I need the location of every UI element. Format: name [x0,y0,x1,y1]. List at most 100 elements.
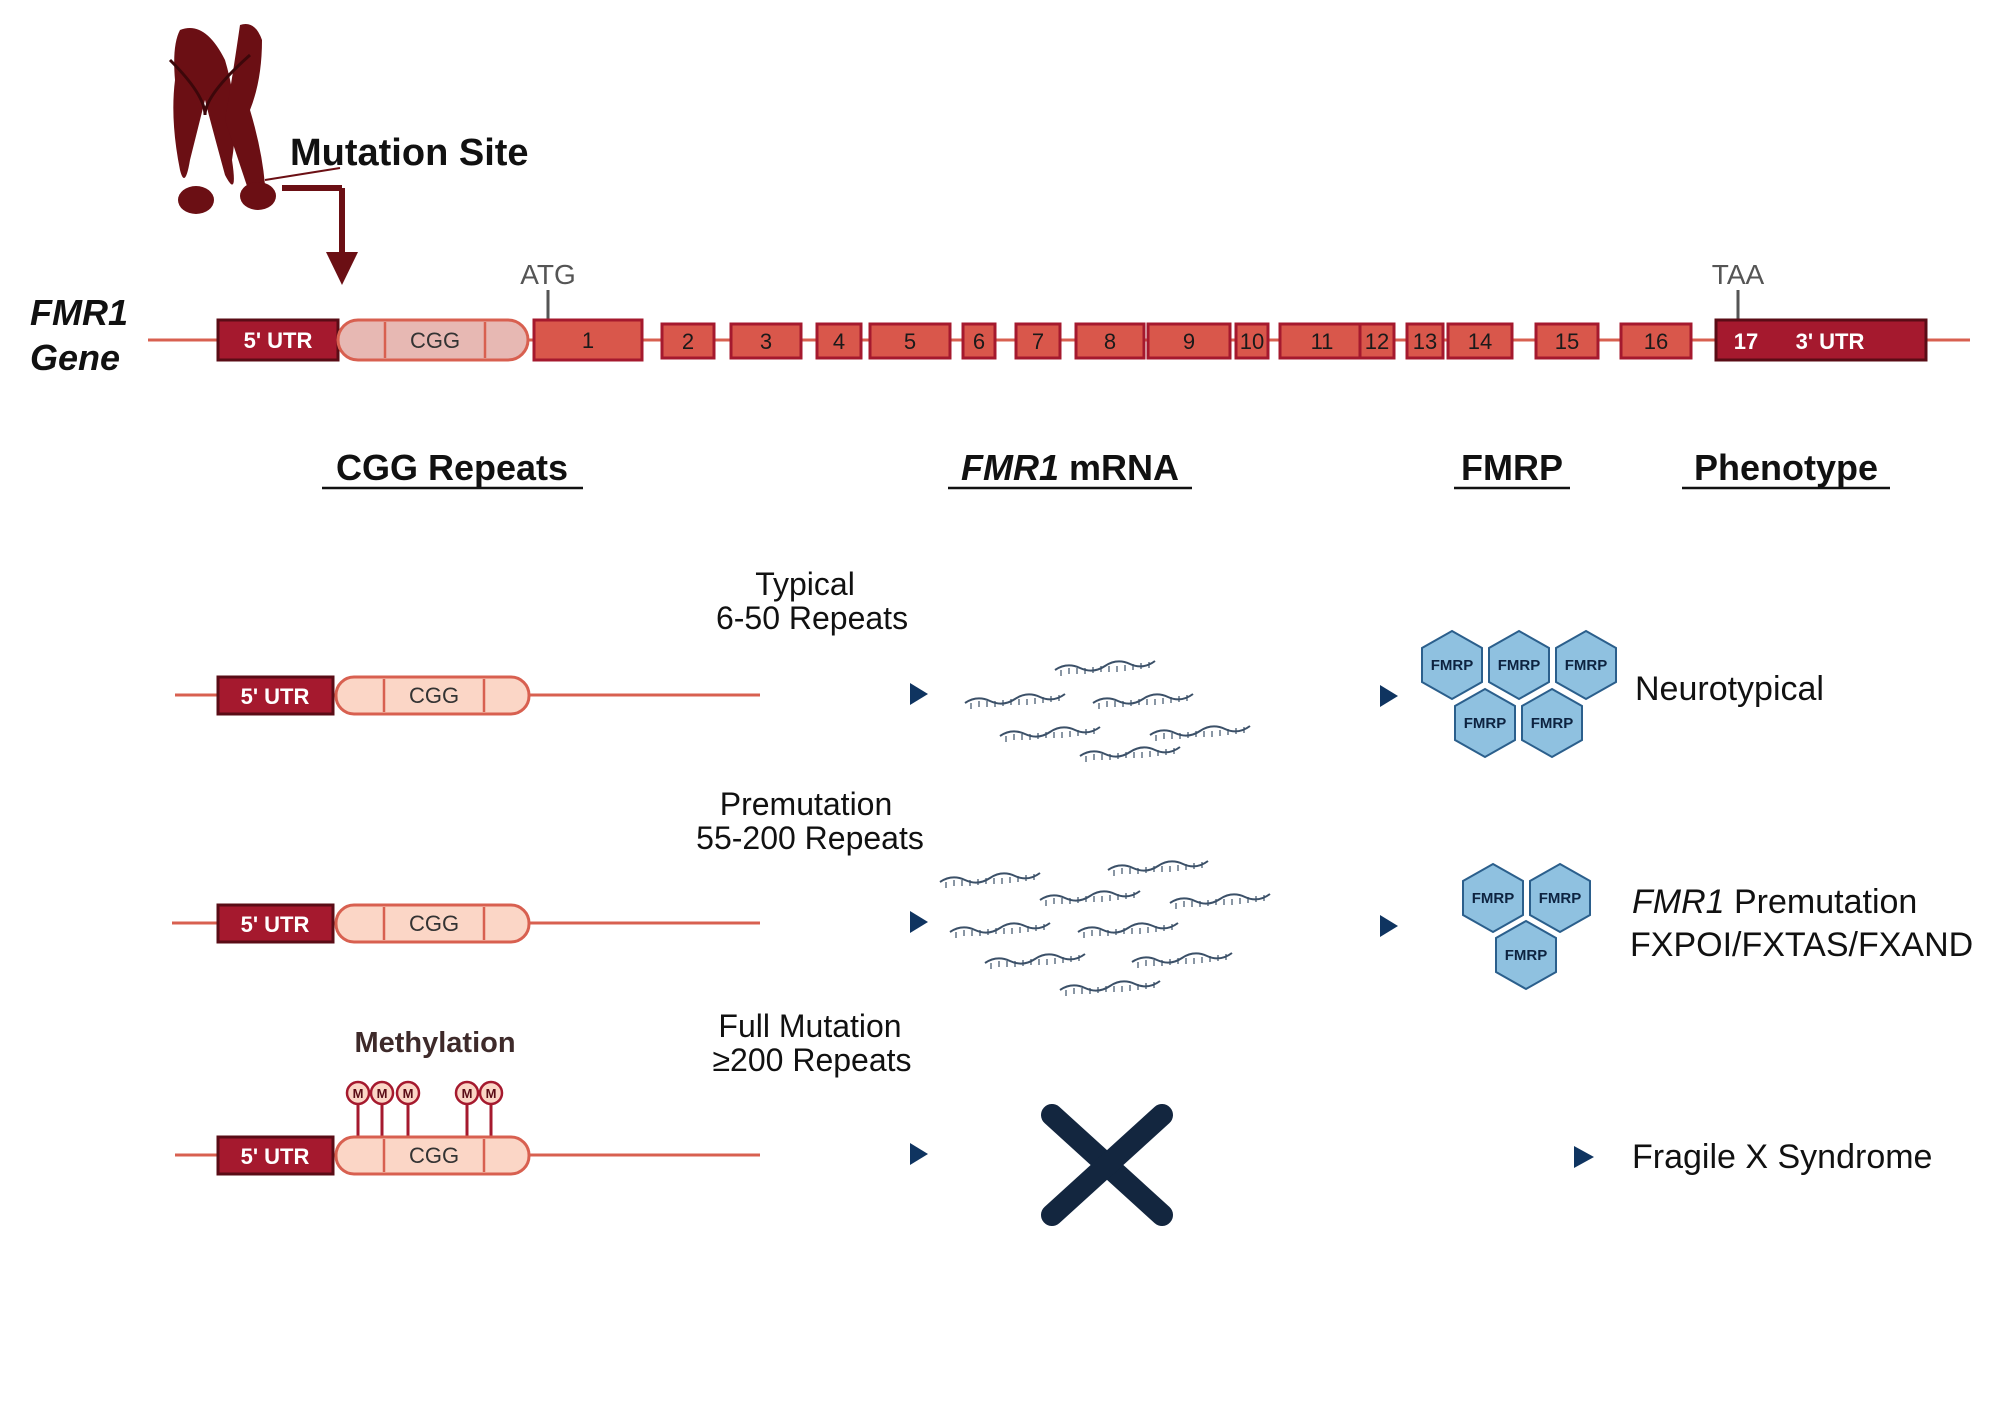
svg-text:5' UTR: 5' UTR [241,1144,310,1169]
exon-number: 14 [1468,329,1492,354]
exon-9: 9 [1146,322,1232,360]
svg-text:CGG: CGG [409,911,459,936]
svg-text:FMR1 mRNA: FMR1 mRNA [961,447,1179,488]
exon-number: 4 [833,329,845,354]
arrow-right-icon [1290,1146,1594,1168]
svg-text:M: M [486,1086,497,1101]
exon-14: 14 [1446,322,1514,360]
premutation-title: Premutation [720,786,893,822]
exon-2: 2 [660,322,716,360]
exon-number: 2 [682,329,694,354]
full-mutation-cgg: CGG [334,1135,531,1176]
exon-number: 13 [1413,329,1437,354]
mutation-site-leader [264,167,341,181]
typical-phenotype: Neurotypical [1635,670,1824,708]
svg-text:FMRP: FMRP [1472,890,1515,907]
gene-label-sub: Gene [30,337,120,378]
svg-text:FMRP: FMRP [1565,657,1608,674]
arrow-right-icon [810,1143,928,1165]
svg-text:M: M [353,1086,364,1101]
exon-number: 9 [1183,329,1195,354]
typical-title: Typical [755,566,855,602]
premutation-5utr: 5' UTR [216,903,335,944]
typical-cgg: CGG [334,675,531,716]
arrow-right-icon [810,911,928,933]
stop-codon-marker: TAA [1712,259,1765,320]
premutation-repeats: 55-200 Repeats [696,820,924,856]
svg-text:FMRP: FMRP [1464,715,1507,732]
exon-number: 10 [1240,329,1264,354]
exon-7: 7 [1014,322,1062,360]
svg-text:M: M [377,1086,388,1101]
header-fmrp: FMRP [1454,447,1570,490]
svg-text:M: M [403,1086,414,1101]
gene-exon17-3utr: 17 3' UTR [1714,318,1928,362]
arrow-right-icon [810,683,928,705]
mrna-typical-icon [964,660,1251,763]
svg-text:M: M [462,1086,473,1101]
exon-1: 1 [532,318,644,362]
typical-5utr: 5' UTR [216,675,335,716]
svg-text:FMRP: FMRP [1431,657,1474,674]
svg-text:FMRP: FMRP [1461,447,1563,488]
svg-text:CGG: CGG [409,683,459,708]
exon-number: 15 [1555,329,1579,354]
start-codon-marker: ATG [520,259,576,320]
full-mutation-title: Full Mutation [718,1008,901,1044]
exon-number: 12 [1365,329,1389,354]
arrow-right-icon [1290,915,1398,937]
exon-13: 13 [1405,322,1445,360]
typical-repeats: 6-50 Repeats [716,600,908,636]
row-full-mutation: Full Mutation ≥200 Repeats Methylation 5… [175,1008,1932,1226]
exon-12: 12 [1358,322,1396,360]
exon-number: 3 [760,329,772,354]
exon-number: 7 [1032,329,1044,354]
mutation-site-arrow [282,185,358,285]
exon-number: 6 [973,329,985,354]
row-premutation: Premutation 55-200 Repeats 5' UTR CGG [172,786,1973,997]
gene-label: FMR1 [30,292,128,333]
exon-6: 6 [961,322,997,360]
header-mrna: FMR1 mRNA [948,447,1192,490]
exon-3: 3 [729,322,803,360]
gene-5utr: 5' UTR [216,318,340,362]
header-phenotype: Phenotype [1682,447,1890,490]
mrna-premutation-icon [939,860,1271,997]
svg-text:FMRP: FMRP [1531,715,1574,732]
premutation-cgg: CGG [334,903,531,944]
svg-text:ATG: ATG [520,259,575,290]
methyl-group-icons: M M M M M [345,1080,504,1139]
svg-text:CGG: CGG [410,328,460,353]
exon-16: 16 [1619,322,1693,360]
exon-11: 11 [1278,322,1366,360]
fmrp-cluster-typical: FMRP FMRP FMRP FMRP FMRP [1421,630,1617,758]
exon-5: 5 [868,322,952,360]
premutation-phenotype-line2: FXPOI/FXTAS/FXAND [1630,926,1973,964]
svg-text:5' UTR: 5' UTR [241,684,310,709]
exon-number: 5 [904,329,916,354]
exon-8: 8 [1074,322,1146,360]
svg-text:Phenotype: Phenotype [1694,447,1878,488]
exon-number: 16 [1644,329,1668,354]
exon-10: 10 [1234,322,1270,360]
premutation-phenotype: FMR1 Premutation [1632,883,1917,921]
exon-4: 4 [815,322,863,360]
fmrp-cluster-premutation: FMRP FMRP FMRP [1462,863,1591,990]
full-mutation-phenotype: Fragile X Syndrome [1632,1138,1932,1176]
svg-text:TAA: TAA [1712,259,1765,290]
svg-text:CGG: CGG [409,1143,459,1168]
exon-number: 1 [582,328,594,353]
svg-text:FMRP: FMRP [1498,657,1541,674]
mutation-site-label: Mutation Site [290,132,529,174]
blocked-x-icon [1041,1104,1173,1226]
svg-text:5' UTR: 5' UTR [244,328,313,353]
exon-15: 15 [1534,322,1600,360]
row-typical: Typical 6-50 Repeats 5' UTR CGG [175,566,1824,763]
svg-text:5' UTR: 5' UTR [241,912,310,937]
full-mutation-repeats: ≥200 Repeats [712,1042,911,1078]
svg-text:17: 17 [1734,329,1758,354]
svg-text:CGG Repeats: CGG Repeats [336,447,568,488]
svg-text:3' UTR: 3' UTR [1796,329,1865,354]
